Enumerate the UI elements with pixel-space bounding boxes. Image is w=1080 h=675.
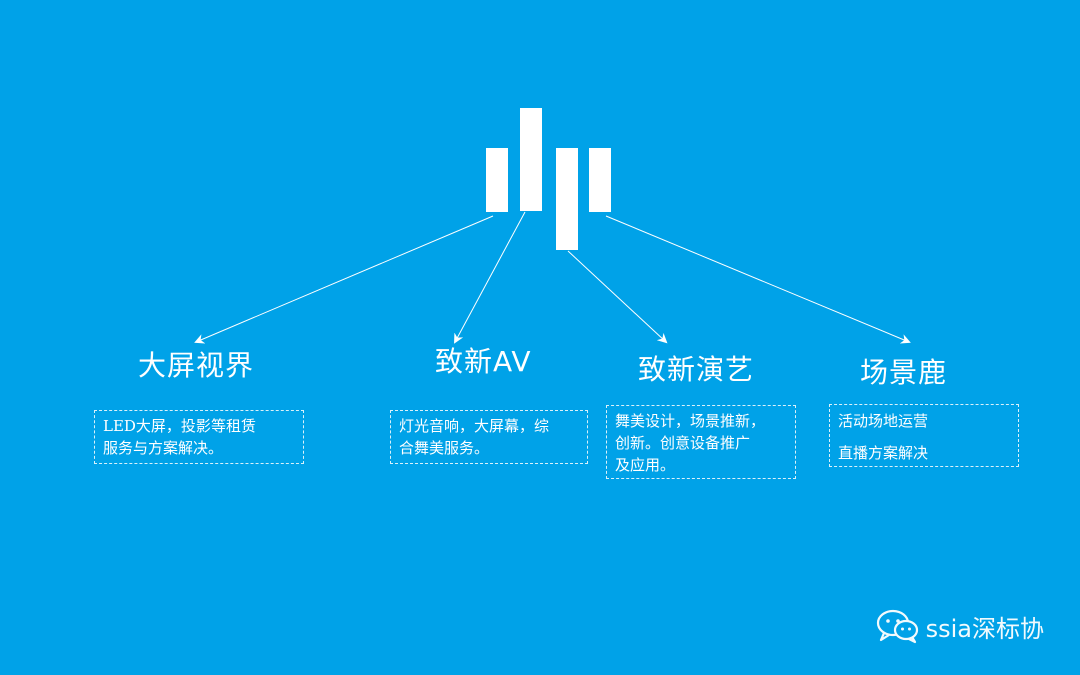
logo-bar-2	[520, 108, 542, 211]
watermark-text: ssia深标协	[925, 614, 1044, 643]
watermark: ssia深标协	[876, 608, 1044, 644]
description-line: 舞美设计，场景推新，	[615, 412, 766, 430]
branch-title-3: 致新演艺	[638, 353, 755, 386]
bar-logo-icon	[486, 108, 611, 250]
description-line: 服务与方案解决。	[103, 439, 224, 457]
description-line: 创新。创意设备推广	[615, 434, 751, 452]
description-line: 及应用。	[615, 456, 676, 474]
description-line: 合舞美服务。	[399, 439, 490, 457]
branch-title-1: 大屏视界	[138, 349, 255, 382]
connector-arrow-3	[567, 250, 668, 344]
connector-arrow-4	[605, 215, 911, 344]
description-line: LED大屏，投影等租赁	[103, 417, 256, 435]
branch-description-1: LED大屏，投影等租赁 服务与方案解决。	[94, 410, 304, 464]
logo-bar-1	[486, 148, 508, 212]
description-line: 直播方案解决	[838, 444, 929, 462]
branch-title-2: 致新AV	[435, 345, 532, 378]
connector-arrow-1	[194, 215, 494, 344]
logo-bar-3	[556, 148, 578, 250]
wechat-icon	[876, 609, 918, 644]
branch-title-4: 场景鹿	[860, 356, 948, 389]
branch-description-3: 舞美设计，场景推新， 创新。创意设备推广 及应用。	[606, 405, 796, 479]
branch-description-2: 灯光音响，大屏幕，综 合舞美服务。	[390, 410, 588, 464]
description-line: 活动场地运营	[838, 412, 929, 430]
logo-bar-4	[589, 148, 611, 212]
connector-arrow-2	[454, 211, 526, 344]
description-line: 灯光音响，大屏幕，综	[399, 417, 550, 435]
branch-description-4: 活动场地运营 直播方案解决	[829, 404, 1019, 467]
